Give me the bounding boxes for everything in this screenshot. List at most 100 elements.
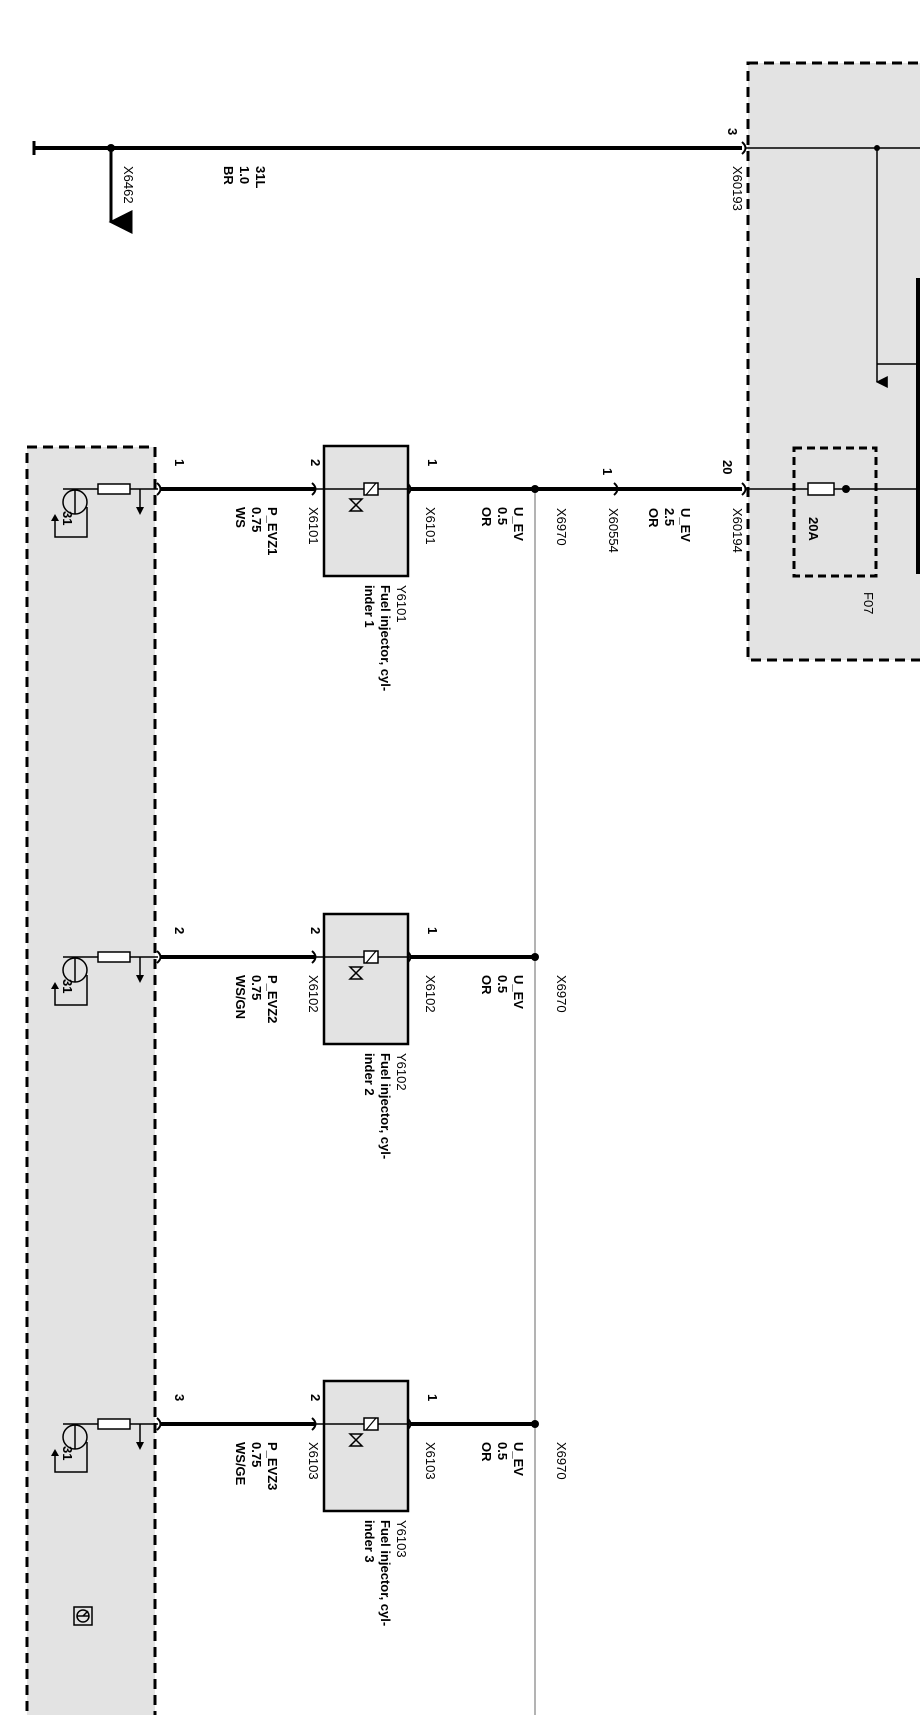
component-id-label: Y6103 xyxy=(394,1520,409,1558)
wire-color-label: WS/GN xyxy=(233,975,248,1019)
dme-module-box xyxy=(746,61,920,662)
wire-color-label: OR xyxy=(646,508,661,528)
fuse-name-label: F07 xyxy=(861,592,876,614)
component-name-label: inder 3 xyxy=(362,1520,377,1563)
supply-wire-dme: 20 X60194 1 X60554 U_EV 2.5 OR X6970 xyxy=(535,460,920,553)
wire-signal-label: U_EV xyxy=(511,975,526,1009)
injector-box xyxy=(322,1379,410,1513)
component-name-label: Fuel injector, cyl- xyxy=(378,1053,393,1159)
wire-gauge-label: 1.0 xyxy=(237,166,252,184)
arrow-up-icon xyxy=(51,514,59,521)
valve-icon xyxy=(348,498,364,512)
connector-label: X6101 xyxy=(306,507,321,545)
pin-label: 1 xyxy=(425,927,440,934)
connector-fork xyxy=(156,482,162,496)
splice-label: X6970 xyxy=(554,508,569,546)
splice-node xyxy=(531,953,539,961)
wire-gauge-label: 0.75 xyxy=(249,975,264,1000)
connector-label: X6101 xyxy=(423,507,438,545)
connector-label: X60554 xyxy=(606,508,621,553)
coil-slash xyxy=(365,950,377,964)
valve-icon xyxy=(348,1433,364,1447)
connector-label: X6462 xyxy=(121,166,136,204)
wire-gauge-label: 0.5 xyxy=(495,1442,510,1460)
wire-gauge-label: 2.5 xyxy=(662,508,677,526)
connector-label: X60194 xyxy=(730,508,745,553)
injector-box xyxy=(322,444,410,578)
connector-fork xyxy=(156,1417,162,1431)
arrow-down-icon xyxy=(136,975,144,983)
pin-label: 1 xyxy=(600,468,615,475)
pin-label: 2 xyxy=(308,1394,323,1401)
wire-gauge-label: 0.5 xyxy=(495,507,510,525)
pin-label: 3 xyxy=(725,128,740,135)
coil-slash xyxy=(365,482,377,496)
connector-label: X6103 xyxy=(423,1442,438,1480)
fuse-f07: 20A F07 xyxy=(792,446,878,614)
pin-label: 2 xyxy=(308,927,323,934)
wire-signal-label: P_EVZ2 xyxy=(265,975,280,1023)
ground-lead xyxy=(54,507,88,538)
component-id-label: Y6101 xyxy=(394,585,409,623)
arrow-down-icon xyxy=(136,1442,144,1450)
splice-label: X6970 xyxy=(554,1442,569,1480)
splice-node xyxy=(531,1420,539,1428)
component-name-label: inder 1 xyxy=(362,585,377,628)
wire-signal-label: U_EV xyxy=(511,507,526,541)
ground-label: 31 xyxy=(60,511,75,525)
ground-label: 31 xyxy=(60,1446,75,1460)
connector-label: X60193 xyxy=(730,166,745,211)
wire-signal-label: P_EVZ1 xyxy=(265,507,280,555)
wire-gauge-label: 0.75 xyxy=(249,1442,264,1467)
fuse-rating-label: 20A xyxy=(806,517,821,541)
ground-wire-top: 3 X60193 X6462 31L 1.0 BR xyxy=(32,128,920,574)
component-name-label: inder 2 xyxy=(362,1053,377,1096)
driver-resistor xyxy=(97,1418,131,1430)
splice-label: X6970 xyxy=(554,975,569,1013)
pin-label: 2 xyxy=(308,459,323,466)
arrow-up-icon xyxy=(51,1449,59,1456)
esd-symbol-icon xyxy=(73,1606,93,1626)
wire-gauge-label: 0.75 xyxy=(249,507,264,532)
wire-color-label: WS/GE xyxy=(233,1442,248,1486)
connector-label: X6102 xyxy=(423,975,438,1013)
connector-label: X6102 xyxy=(306,975,321,1013)
wire-color-label: OR xyxy=(479,975,494,995)
splice-node xyxy=(531,485,539,493)
coil-slash xyxy=(365,1417,377,1431)
wire-color-label: WS xyxy=(233,507,248,528)
ground-lead xyxy=(54,975,88,1006)
driver-resistor xyxy=(97,483,131,495)
arrow-up-icon xyxy=(51,982,59,989)
component-name-label: Fuel injector, cyl- xyxy=(378,585,393,691)
pin-label: 2 xyxy=(172,927,187,934)
wire-color-label: OR xyxy=(479,1442,494,1462)
pin-label: 1 xyxy=(172,459,187,466)
wire-signal-label: P_EVZ3 xyxy=(265,1442,280,1490)
wire-signal-label: U_EV xyxy=(511,1442,526,1476)
driver-resistor xyxy=(97,951,131,963)
component-name-label: Fuel injector, cyl- xyxy=(378,1520,393,1626)
injector-box xyxy=(322,912,410,1046)
pin-label: 20 xyxy=(720,460,735,474)
ground-label: 31 xyxy=(60,979,75,993)
arrow-down-icon xyxy=(136,507,144,515)
pin-label: 3 xyxy=(172,1394,187,1401)
connector-label: X6103 xyxy=(306,1442,321,1480)
ecu-module-box xyxy=(25,445,157,1715)
wire-color-label: OR xyxy=(479,507,494,527)
connector-fork xyxy=(156,950,162,964)
component-id-label: Y6102 xyxy=(394,1053,409,1091)
pin-label: 1 xyxy=(425,1394,440,1401)
valve-icon xyxy=(348,966,364,980)
pin-label: 1 xyxy=(425,459,440,466)
wire-gauge-label: 0.5 xyxy=(495,975,510,993)
wire-signal-label: 31L xyxy=(253,166,268,188)
wire-signal-label: U_EV xyxy=(678,508,693,542)
